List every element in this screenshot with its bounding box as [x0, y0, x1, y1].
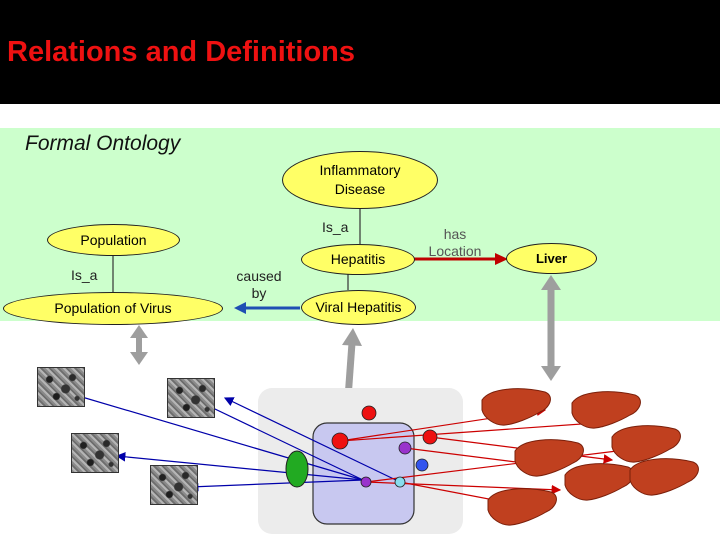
- cyan-dot: [394, 476, 406, 488]
- liver-organ-icon: [487, 488, 557, 526]
- green-cell: [285, 450, 309, 488]
- node-population-of-virus: Population of Virus: [3, 292, 223, 325]
- relation-is-a-disease: Is_a: [322, 219, 349, 235]
- link-arrow-liver: [541, 275, 561, 381]
- liver-organ-icon: [514, 439, 584, 477]
- slide-title: Relations and Definitions: [7, 36, 356, 68]
- relation-has-location: has Location: [428, 226, 482, 259]
- liver-organ-icon: [571, 391, 641, 429]
- red-dot-1: [361, 405, 377, 421]
- title-bar: [0, 0, 720, 104]
- blue-dot: [415, 458, 429, 472]
- link-arrow-virus: [130, 325, 148, 365]
- node-hepatitis: Hepatitis: [301, 244, 415, 275]
- liver-organ-icon: [564, 463, 634, 501]
- liver-organ-icon-group: [481, 388, 699, 526]
- node-liver: Liver: [506, 243, 597, 274]
- node-population: Population: [47, 224, 180, 256]
- purple-dot-2: [360, 476, 372, 488]
- virus-micrograph-icon: [150, 465, 198, 505]
- liver-organ-icon: [611, 425, 681, 463]
- red-dot-3: [422, 429, 438, 445]
- node-inflammatory-disease: Inflammatory Disease: [282, 151, 438, 209]
- patient-cell-icon: [312, 422, 415, 525]
- liver-organ-icon: [481, 388, 551, 426]
- virus-micrograph-icon: [167, 378, 215, 418]
- caused-by-arrow: [234, 302, 300, 314]
- node-viral-hepatitis: Viral Hepatitis: [301, 290, 416, 325]
- virus-micrograph-icon: [37, 367, 85, 407]
- relation-caused-by: caused by: [236, 268, 282, 301]
- purple-dot-1: [398, 441, 412, 455]
- red-dot-2: [331, 432, 349, 450]
- has-location-arrow: [413, 253, 508, 265]
- liver-organ-icon: [629, 458, 699, 496]
- section-label: Formal Ontology: [25, 132, 181, 155]
- virus-link-lines: [63, 389, 401, 492]
- virus-micrograph-icon: [71, 433, 119, 473]
- relation-is-a-population: Is_a: [71, 267, 98, 283]
